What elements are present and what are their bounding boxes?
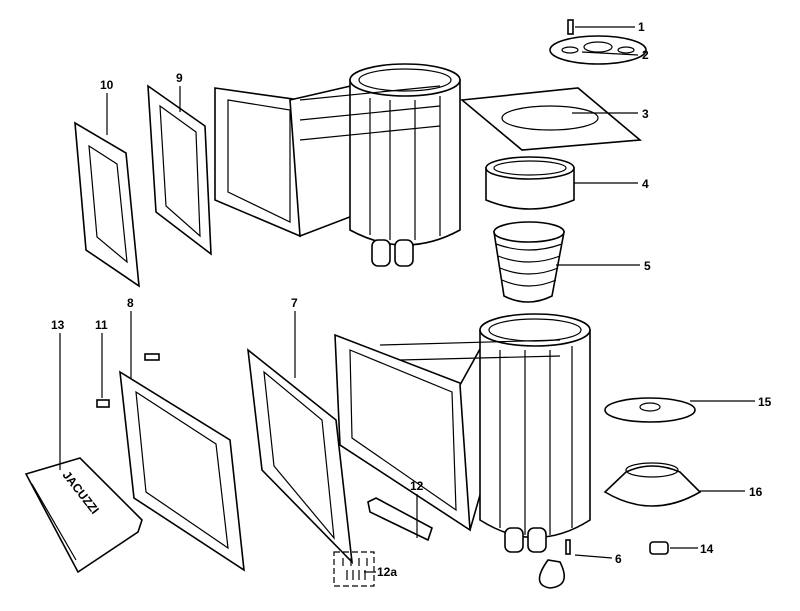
callout-3: 3 (642, 107, 649, 121)
callout-5: 5 (644, 259, 651, 273)
part-12a-hardware-pack (333, 551, 375, 587)
callout-4: 4 (642, 177, 649, 191)
lower-skimmer-body (334, 313, 591, 553)
callout-1: 1 (638, 20, 645, 34)
part-9-gasket (147, 84, 212, 256)
part-11-screws (96, 353, 160, 408)
part-10-gasket (74, 121, 140, 288)
callout-6: 6 (615, 552, 622, 566)
callout-13: 13 (51, 318, 65, 332)
callout-9: 9 (176, 71, 183, 85)
callout-15: 15 (758, 395, 772, 409)
part-3-deck-plate (460, 87, 643, 151)
callout-8: 8 (127, 296, 134, 310)
callout-14: 14 (700, 542, 714, 556)
callout-12a: 12a (377, 565, 397, 579)
leader-lines (59, 26, 755, 573)
part-12-bracket (367, 497, 433, 542)
part-7-gasket (246, 348, 354, 565)
part-15-float-disc (604, 397, 696, 423)
callout-16: 16 (749, 485, 763, 499)
part-14-plug (649, 541, 669, 555)
part-5-basket (493, 221, 565, 303)
part-13-weir: JACUZZI (24, 457, 143, 574)
part-6-flapper (538, 539, 571, 589)
upper-skimmer-body (214, 63, 461, 267)
callout-12: 12 (410, 479, 424, 493)
callout-11: 11 (95, 318, 108, 332)
callout-10: 10 (100, 78, 114, 92)
part-4-collar-ring (485, 156, 575, 210)
callout-7: 7 (291, 296, 298, 310)
callout-labels: 1 2 3 4 5 6 7 8 9 10 11 12 12a 13 14 15 … (51, 20, 772, 579)
callout-2: 2 (642, 48, 649, 62)
part-8-gasket (119, 370, 245, 572)
part-1-screw (567, 19, 574, 35)
part-2-lid (549, 35, 647, 65)
part-16-cover (603, 462, 702, 507)
